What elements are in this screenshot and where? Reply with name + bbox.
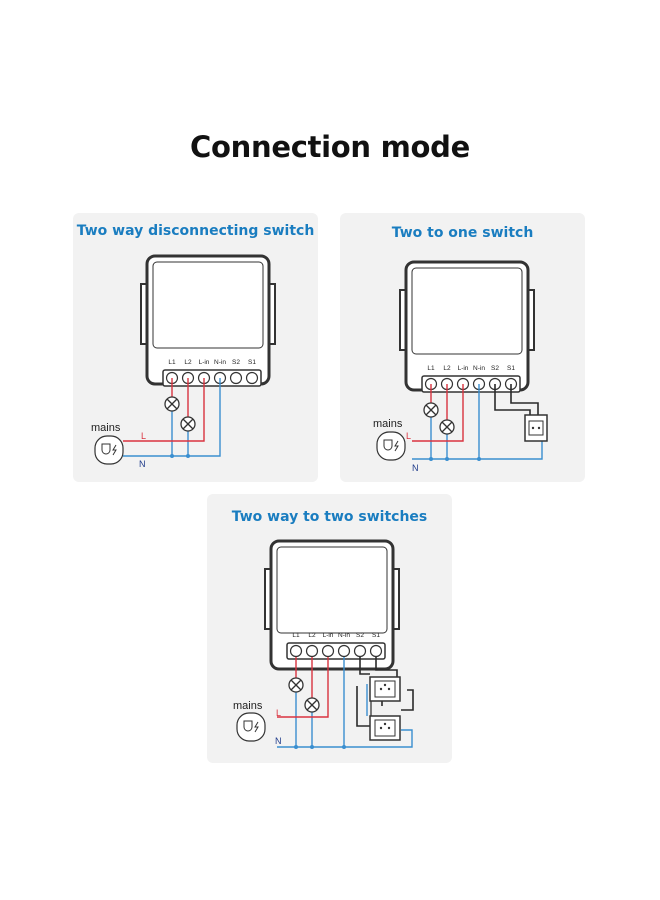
panel-title: Two way disconnecting switch (76, 223, 315, 239)
lamp-icon (288, 677, 304, 693)
wall-switch-icon (524, 414, 548, 442)
page-title: Connection mode (190, 130, 470, 164)
neutral-label: N (139, 459, 146, 469)
wiring-diagram-3: L1 L2 L-in N-in S2 S1 (233, 539, 414, 749)
smart-switch-module: L1 L2 L-in N-in S2 S1 (140, 254, 276, 387)
live-label: L (406, 431, 411, 441)
two-way-switch-icon (369, 676, 401, 702)
live-label: L (141, 431, 146, 441)
terminal-labels: L1 L2 L-in N-in S2 S1 (427, 365, 515, 372)
smart-switch-module: L1 L2 L-in N-in S2 S1 (264, 539, 400, 671)
terminal-label-l2: L2 (308, 632, 316, 639)
mains-label: mains (373, 418, 403, 430)
terminal-label-l1: L1 (168, 359, 176, 366)
terminal-label-l-in: L-in (323, 632, 334, 639)
terminal-label-s2: S2 (232, 359, 240, 366)
terminal-label-l-in: L-in (458, 365, 469, 372)
neutral-label: N (412, 463, 419, 473)
lamp-icon (164, 396, 180, 412)
terminal-labels: L1 L2 L-in N-in S2 S1 (292, 632, 380, 639)
terminal-label-s1: S1 (372, 632, 380, 639)
plug-icon (94, 435, 124, 465)
wiring-diagram-1: L1 L2 L-in N-in S2 S1 mains L N (91, 254, 276, 469)
plug-icon (236, 712, 266, 742)
live-label: L (276, 708, 281, 718)
mains-label: mains (233, 700, 263, 712)
terminal-label-l-in: L-in (199, 359, 210, 366)
lamp-icon (304, 697, 320, 713)
lamp-icon (180, 416, 196, 432)
plug-icon (376, 431, 406, 461)
panel-title: Two to one switch (391, 225, 534, 241)
two-way-switch-icon (369, 715, 401, 741)
panel-title: Two way to two switches (231, 509, 428, 525)
terminal-label-l2: L2 (443, 365, 451, 372)
lamp-icon (423, 402, 439, 418)
terminal-label-s2: S2 (491, 365, 499, 372)
terminal-label-s1: S1 (248, 359, 256, 366)
terminal-label-n-in: N-in (338, 632, 350, 639)
smart-switch-module: L1 L2 L-in N-in S2 S1 (399, 260, 535, 393)
terminal-labels: L1 L2 L-in N-in S2 S1 (168, 359, 256, 366)
terminal-label-l1: L1 (427, 365, 435, 372)
terminal-label-l2: L2 (184, 359, 192, 366)
mains-label: mains (91, 422, 121, 434)
terminal-label-l1: L1 (292, 632, 300, 639)
wiring-diagram-2: L1 L2 L-in N-in S2 S1 mains (373, 260, 548, 473)
lamp-icon (439, 419, 455, 435)
terminal-label-n-in: N-in (214, 359, 226, 366)
terminal-screws (289, 644, 383, 658)
terminal-label-s2: S2 (356, 632, 364, 639)
neutral-label: N (275, 736, 282, 746)
terminal-label-s1: S1 (507, 365, 515, 372)
terminal-label-n-in: N-in (473, 365, 485, 372)
terminal-screws (165, 371, 259, 385)
